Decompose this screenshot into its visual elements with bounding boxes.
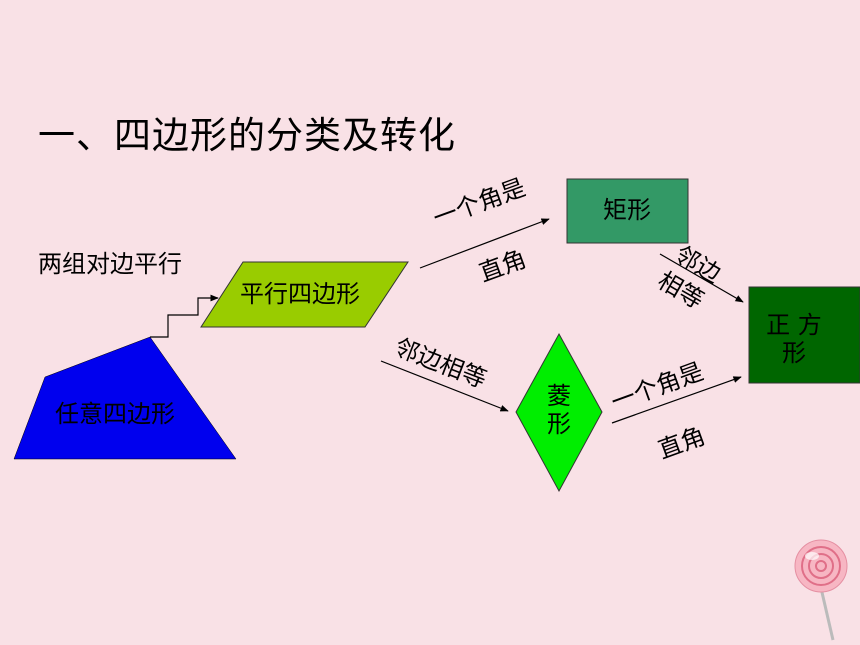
parallelogram-shape	[200, 261, 409, 328]
arrow-to-rectangle	[419, 218, 550, 269]
lollipop-icon	[794, 539, 848, 641]
general-quadrilateral-shape	[13, 336, 237, 460]
page-title: 一、四边形的分类及转化	[38, 114, 456, 157]
rhombus-label-line2: 形	[547, 409, 571, 438]
rectangle-label: 矩形	[603, 196, 651, 224]
general-quadrilateral-label: 任意四边形	[55, 400, 175, 428]
square-label-line1: 正 方	[766, 311, 822, 339]
square-shape	[748, 286, 860, 384]
square-label-line2: 形	[782, 338, 806, 367]
parallelogram-label: 平行四边形	[240, 280, 360, 308]
rectangle-shape	[566, 178, 689, 244]
arrow-rhombus-to-square	[611, 376, 742, 424]
arrow-rectangle-to-square	[659, 253, 744, 303]
rhombus-shape	[515, 332, 603, 493]
rhombus-label-line1: 菱	[547, 382, 571, 410]
arrow-to-rhombus	[380, 360, 509, 412]
condition-two-pairs-parallel: 两组对边平行	[38, 250, 182, 278]
staircase-connector	[150, 294, 219, 338]
square-label: 正 方 形	[752, 311, 836, 367]
rhombus-label: 菱 形	[534, 382, 584, 438]
